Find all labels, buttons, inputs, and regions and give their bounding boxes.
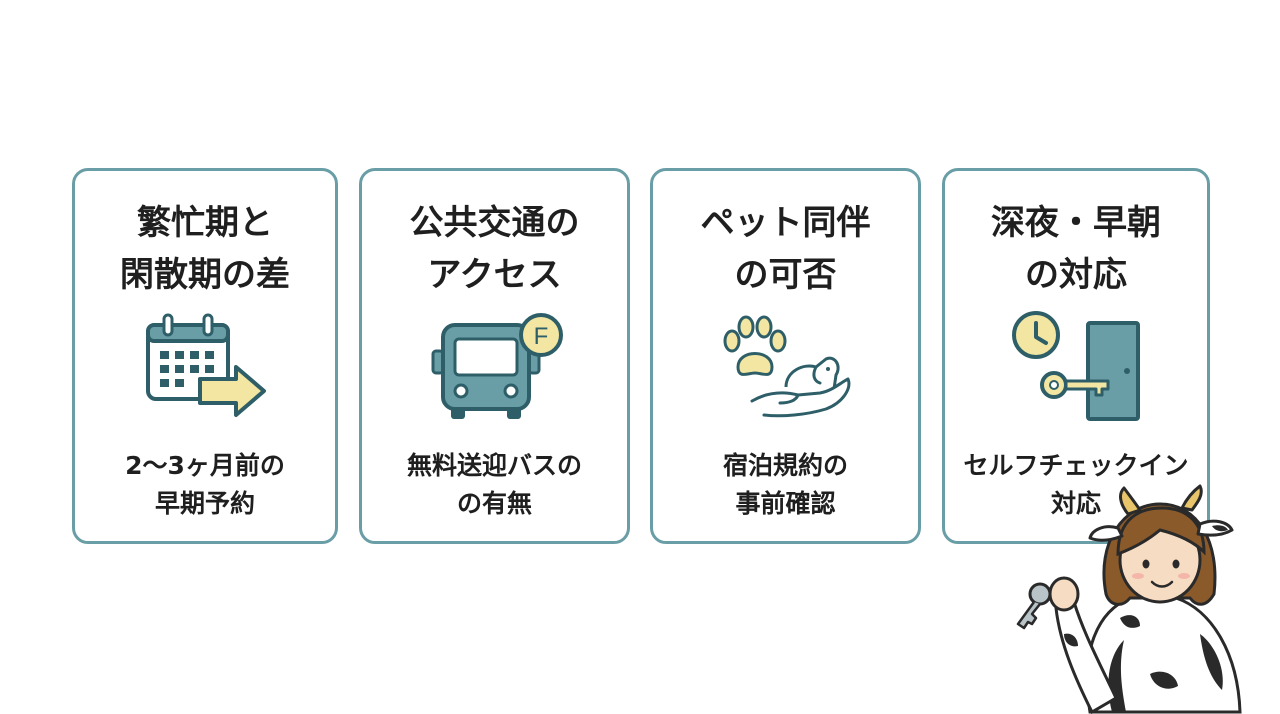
card-pet-policy: ペット同伴 の可否 宿泊規約の 事前確認 <box>650 168 921 544</box>
card-title-line: 繁忙期と <box>137 203 273 243</box>
card-title-line: 閑散期の差 <box>120 255 290 295</box>
card-peak-offpeak: 繁忙期と 閑散期の差 2〜3ヶ月前の 早期予約 <box>72 168 338 544</box>
bus-icon: F <box>431 313 563 419</box>
card-title: 公共交通の アクセス <box>362 197 627 301</box>
card-description-line: の有無 <box>456 489 532 518</box>
card-public-transport: 公共交通の アクセス F 無料送迎バスの の有無 <box>359 168 630 544</box>
card-description-line: 無料送迎バスの <box>406 451 582 480</box>
card-description: セルフチェックイン 対応 <box>945 447 1207 523</box>
card-title: 繁忙期と 閑散期の差 <box>75 197 335 301</box>
bus-stop-badge: F <box>518 313 563 357</box>
cow-costume-girl-holding-key-icon <box>1016 484 1242 714</box>
clock-key-door-icon <box>1012 311 1140 421</box>
card-title: 深夜・早朝 の対応 <box>945 197 1207 301</box>
card-title: ペット同伴 の可否 <box>653 197 918 301</box>
paw-hand-dog-icon <box>723 315 850 418</box>
card-title-line: の可否 <box>734 255 837 295</box>
card-description-line: セルフチェックイン <box>963 451 1189 480</box>
card-title-line: アクセス <box>427 255 562 295</box>
card-title-line: ペット同伴 <box>700 203 871 243</box>
card-description-line: 宿泊規約の <box>722 451 848 480</box>
card-description-line: 事前確認 <box>735 489 836 518</box>
card-title-line: 公共交通の <box>409 203 580 243</box>
card-description-line: 早期予約 <box>154 489 255 518</box>
card-description-line: 2〜3ヶ月前の <box>125 451 285 480</box>
card-title-line: 深夜・早朝 <box>991 203 1161 243</box>
card-description: 宿泊規約の 事前確認 <box>653 447 918 523</box>
calendar-arrow-icon <box>146 313 266 417</box>
card-late-early-checkin: 深夜・早朝 の対応 セルフチェックイン 対応 <box>942 168 1210 544</box>
card-description: 無料送迎バスの の有無 <box>362 447 627 523</box>
card-title-line: の対応 <box>1025 255 1127 295</box>
card-description-line: 対応 <box>1050 489 1101 518</box>
bus-badge-label: F <box>533 323 548 350</box>
card-description: 2〜3ヶ月前の 早期予約 <box>75 447 335 523</box>
